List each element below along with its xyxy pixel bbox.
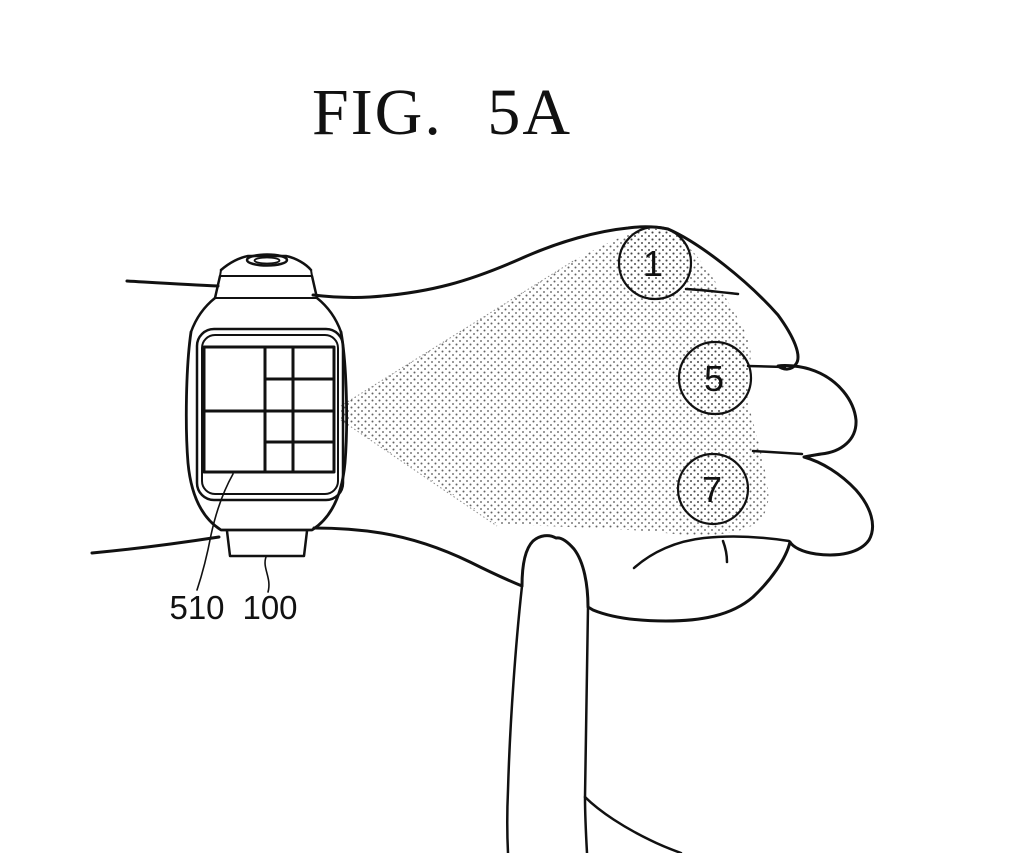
leader-line-100 <box>264 556 270 593</box>
watch-band-bottom <box>225 529 309 558</box>
watch-band-top <box>189 253 343 334</box>
projector-lens <box>245 253 289 267</box>
projector-lens-inner <box>253 256 281 265</box>
knuckle-circle-1 <box>617 225 693 301</box>
pointing-finger <box>506 584 683 853</box>
ref-label-100: 100 <box>242 589 297 626</box>
knuckle-markers: 1 5 7 <box>617 225 753 526</box>
watch-case <box>184 330 349 532</box>
projection-beam <box>340 229 769 536</box>
finger-creases <box>632 287 804 570</box>
leader-line-510 <box>196 473 234 591</box>
reference-510: 510 <box>169 473 234 626</box>
beam-lower-edge <box>340 419 498 527</box>
figure-title: FIG. 5A <box>312 76 572 149</box>
knuckle-circle-5 <box>677 340 753 416</box>
knuckle-circle-7 <box>676 452 750 526</box>
ref-label-510: 510 <box>169 589 224 626</box>
wrist-arm-outline <box>90 279 221 555</box>
knuckle-number-1: 1 <box>643 243 663 284</box>
reference-100: 100 <box>242 556 298 626</box>
knuckle-number-7: 7 <box>702 469 722 510</box>
watch-screen-bezel-inner <box>201 334 339 495</box>
smartwatch <box>184 253 349 558</box>
knuckle-number-5: 5 <box>704 358 724 399</box>
watch-screen-bezel-outer <box>195 327 345 502</box>
watch-screen-grid <box>202 345 336 474</box>
